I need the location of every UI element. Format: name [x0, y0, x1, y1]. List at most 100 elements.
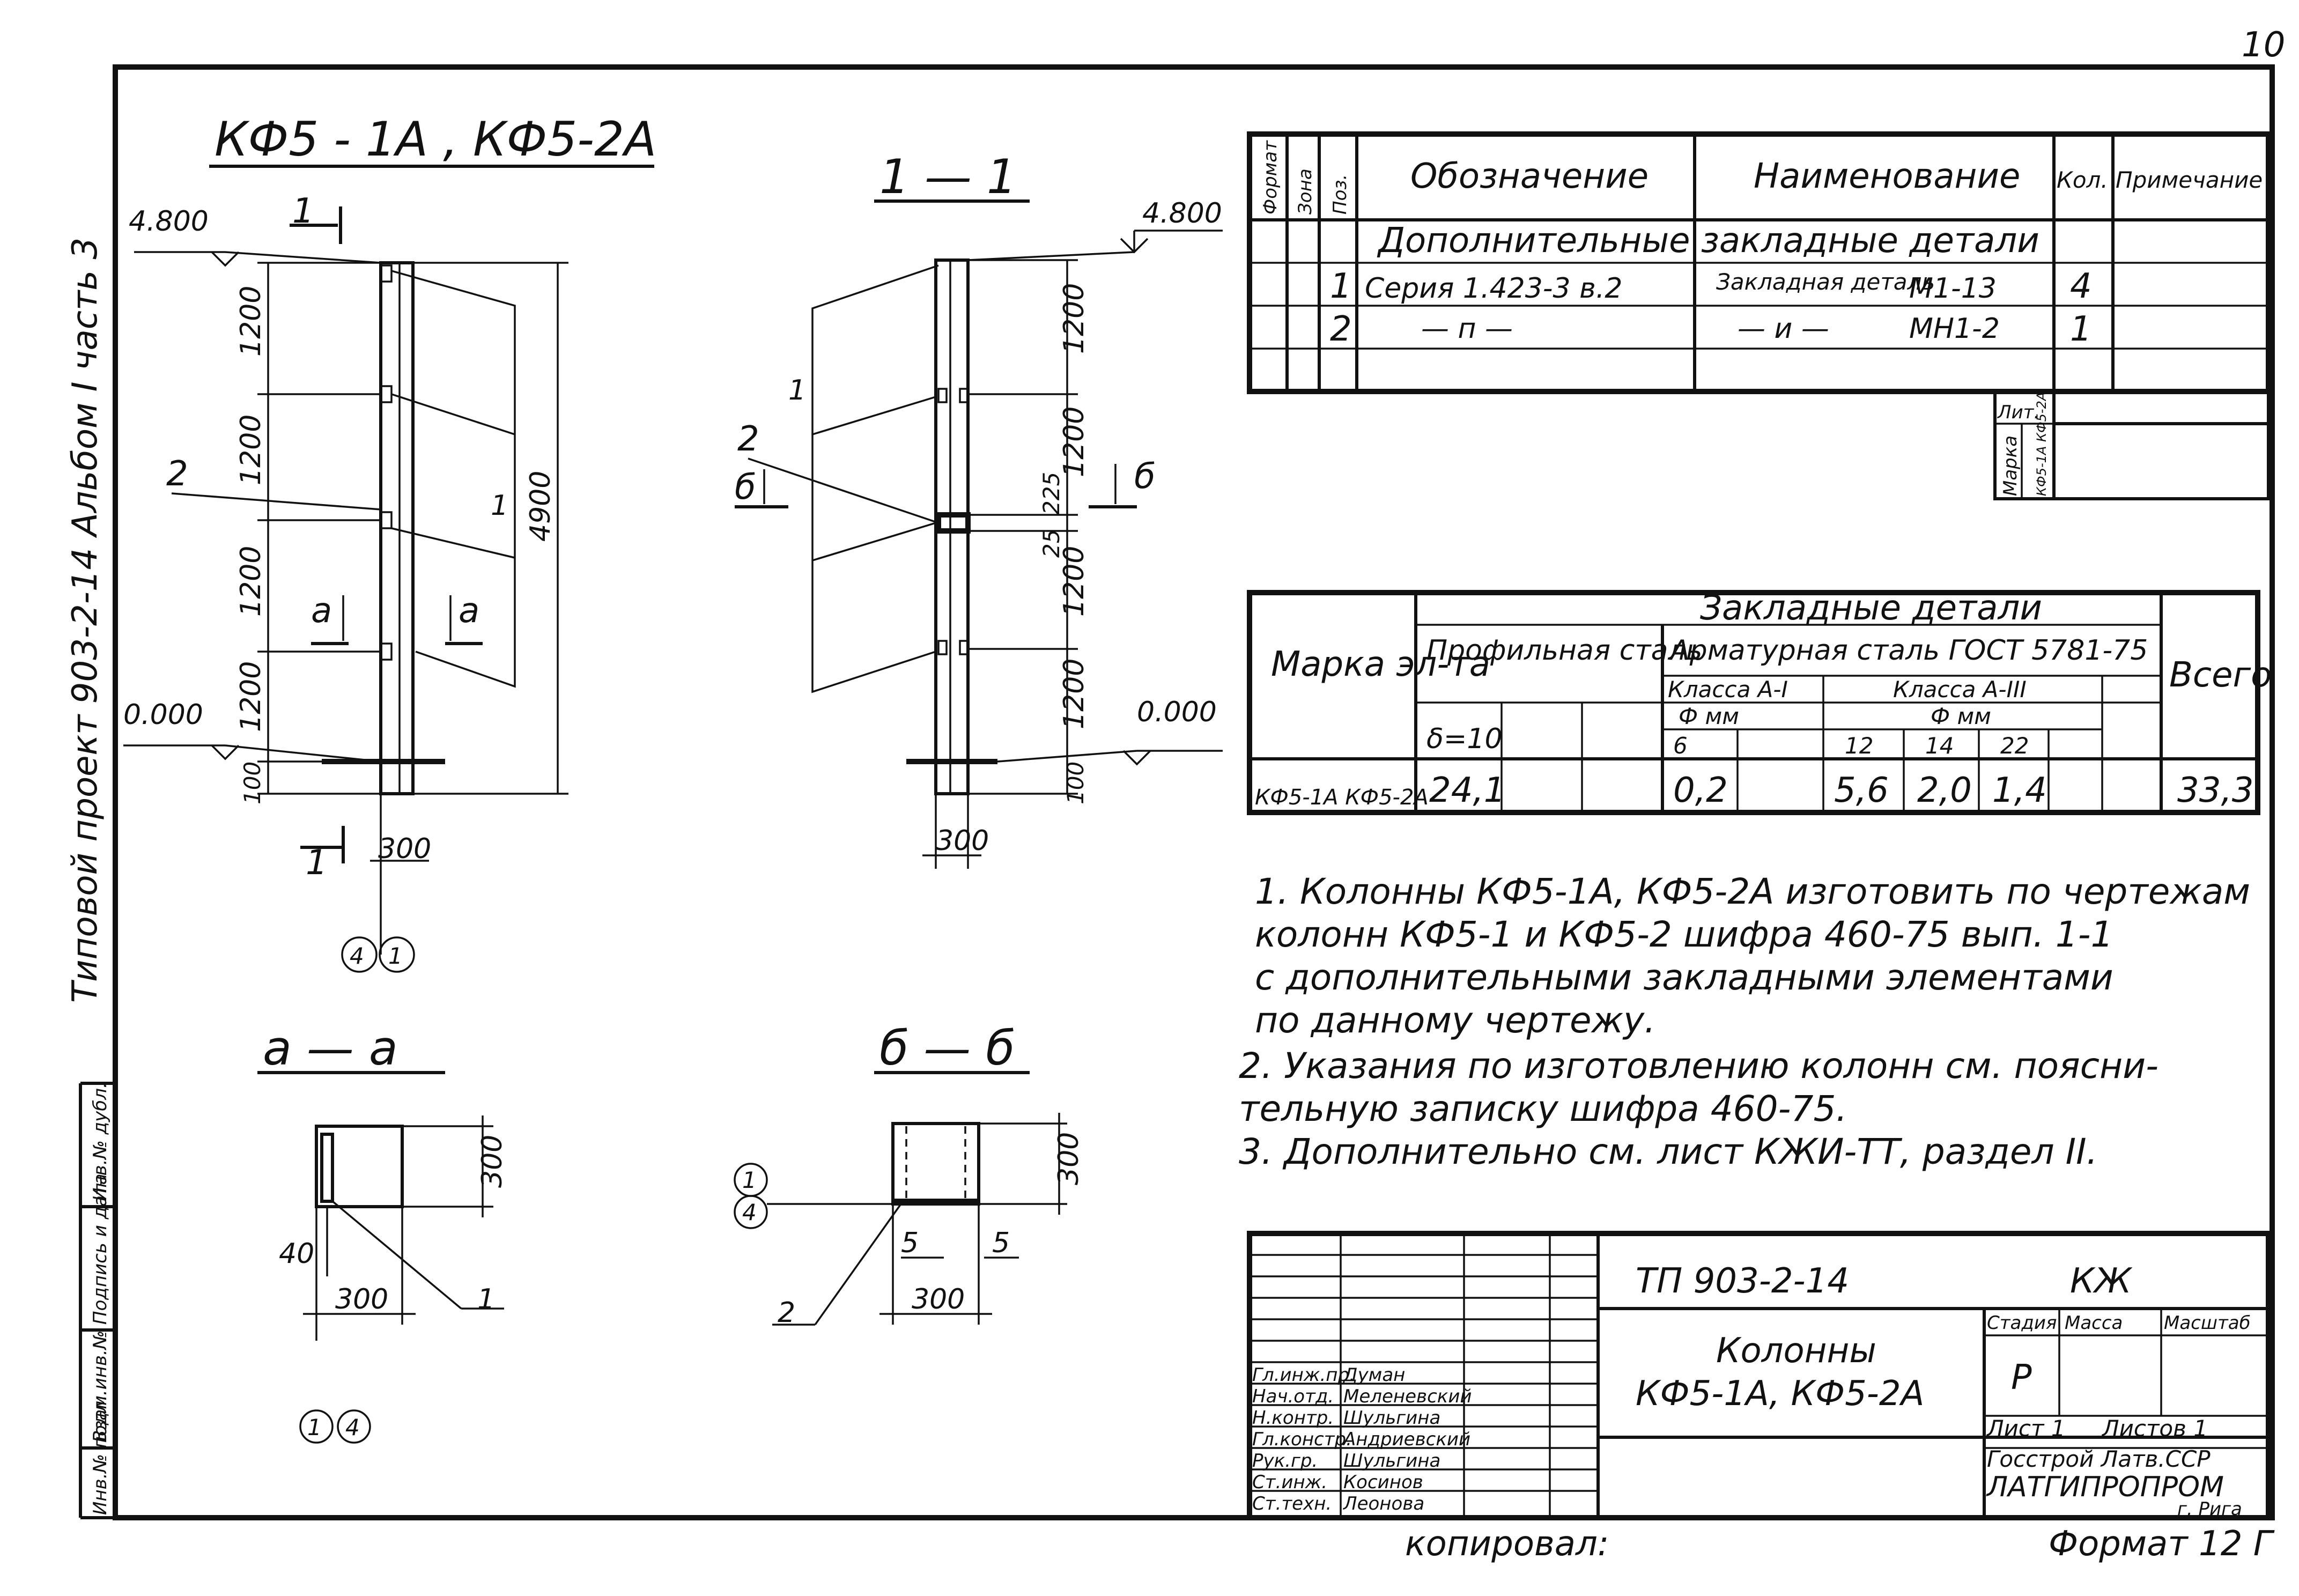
svg-text:Ф мм: Ф мм	[1679, 703, 1739, 729]
svg-text:Н.контр.: Н.контр.	[1252, 1407, 1334, 1429]
svg-text:ТП 903-2-14: ТП 903-2-14	[1636, 1261, 1849, 1301]
section-bb-title: б — б	[879, 1021, 1015, 1076]
svg-text:100: 100	[239, 762, 265, 804]
svg-text:Колонны: Колонны	[1716, 1331, 1876, 1371]
svg-text:22: 22	[2000, 733, 2029, 759]
svg-text:1200: 1200	[1058, 407, 1090, 477]
svg-text:1: 1	[788, 374, 806, 407]
svg-text:225: 225	[1038, 472, 1065, 515]
svg-text:тельную записку шифра 460-7: тельную записку шифра 460-75.	[1239, 1088, 1847, 1129]
svg-text:Ст.техн.: Ст.техн.	[1252, 1493, 1332, 1514]
svg-text:300: 300	[936, 825, 989, 857]
album-label: Альбом I часть 3	[65, 238, 105, 538]
stamp-inv-podl: Инв.№ подл.	[90, 1395, 111, 1515]
specification-table: Формат Зона Поз. Обозначение Наименовани…	[1247, 131, 2271, 500]
svg-text:Арматурная сталь ГОСТ 5781-75: Арматурная сталь ГОСТ 5781-75	[1669, 634, 2148, 667]
svg-text:г. Рига: г. Рига	[2177, 1498, 2242, 1520]
svg-text:1200: 1200	[1058, 546, 1090, 617]
svg-text:33,3: 33,3	[2177, 771, 2254, 810]
svg-text:Ф мм: Ф мм	[1931, 703, 1991, 729]
section-b-b: б — б 300 1 4 300 5 5 2	[734, 1021, 1085, 1329]
svg-text:КФ5-1А КФ5-2А: КФ5-1А КФ5-2А	[2034, 392, 2049, 496]
svg-text:1200: 1200	[235, 286, 267, 357]
svg-text:Шульгина: Шульгина	[1343, 1450, 1440, 1472]
svg-text:КФ5-1А КФ5-2А: КФ5-1А КФ5-2А	[1255, 785, 1429, 810]
svg-text:3. Дополнительно см. лист КЖ: 3. Дополнительно см. лист КЖИ-ТТ, раздел…	[1239, 1131, 2098, 1172]
svg-text:5,6: 5,6	[1834, 771, 1889, 810]
title-block: ТП 903-2-14 КЖ Колонны КФ5-1А, КФ5-2А Ст…	[1247, 1231, 2271, 1520]
svg-text:1: 1	[388, 943, 403, 969]
svg-text:300: 300	[912, 1283, 965, 1316]
svg-text:Косинов: Косинов	[1343, 1472, 1423, 1493]
section-a-a: а — а 300 300 40 1 1 4	[257, 1021, 508, 1444]
svg-text:М1-13: М1-13	[1909, 272, 1997, 305]
svg-text:Кол.: Кол.	[2057, 167, 2108, 193]
level-bottom: 0.000	[123, 699, 203, 731]
embedded-parts-table: Закладные детали Марка эл-та Профильная …	[1247, 588, 2272, 815]
section-11-title: 1 — 1	[879, 149, 1017, 204]
svg-text:Рук.гр.: Рук.гр.	[1252, 1450, 1318, 1472]
svg-text:по данному чертежу.: по данному чертежу.	[1255, 1000, 1655, 1041]
svg-text:2. Указания по изготовлению: 2. Указания по изготовлению колонн см. п…	[1239, 1045, 2158, 1087]
svg-text:1: 1	[477, 1283, 495, 1316]
svg-text:б: б	[1134, 457, 1155, 497]
svg-text:300: 300	[1053, 1132, 1085, 1185]
svg-text:1: 1	[491, 490, 508, 522]
notes-block: 1. Колонны КФ5-1А, КФ5-2А изготовить по …	[1239, 871, 2250, 1172]
svg-text:КФ5-1А, КФ5-2А: КФ5-1А, КФ5-2А	[1636, 1374, 1924, 1414]
svg-text:Ст.инж.: Ст.инж.	[1252, 1472, 1327, 1493]
svg-text:Примечание: Примечание	[2116, 167, 2263, 193]
svg-text:Марка: Марка	[2000, 435, 2021, 496]
svg-text:Формат: Формат	[1260, 140, 1281, 215]
svg-text:Серия 1.423-3 в.2: Серия 1.423-3 в.2	[1365, 272, 1622, 305]
svg-text:а: а	[311, 591, 332, 631]
svg-text:Обозначение: Обозначение	[1410, 157, 1649, 196]
page-number: 10	[2242, 25, 2285, 65]
project-label: Типовой проект 903-2-14	[65, 548, 105, 1003]
svg-text:4: 4	[742, 1199, 757, 1225]
svg-text:— п —: — п —	[1421, 313, 1513, 345]
drawing-frame	[113, 64, 2275, 1520]
svg-text:Гл.констр.: Гл.констр.	[1252, 1429, 1352, 1450]
svg-text:Нач.отд.: Нач.отд.	[1252, 1386, 1334, 1407]
svg-text:КЖ: КЖ	[2070, 1261, 2133, 1301]
svg-text:Гл.инж.пр.: Гл.инж.пр.	[1252, 1364, 1355, 1386]
svg-text:2: 2	[1330, 309, 1352, 349]
total-height: 4900	[524, 471, 557, 542]
copied-label: копировал:	[1405, 1524, 1609, 1564]
svg-text:Закладная деталь: Закладная деталь	[1716, 269, 1935, 295]
svg-text:Р: Р	[2011, 1358, 2032, 1398]
svg-text:— и —: — и —	[1738, 313, 1829, 345]
stamp-inv-dubl: Инв.№ дубл.	[90, 1082, 111, 1201]
svg-text:2,0: 2,0	[1917, 771, 1972, 810]
svg-text:Поз.: Поз.	[1329, 174, 1351, 215]
svg-text:14: 14	[1925, 733, 1954, 759]
svg-text:Лист 1: Лист 1	[1986, 1415, 2066, 1442]
svg-text:Профильная сталь: Профильная сталь	[1426, 634, 1702, 667]
svg-text:4: 4	[345, 1414, 360, 1440]
drawing-title: КФ5 - 1А , КФ5-2А	[215, 112, 656, 167]
svg-text:2: 2	[166, 454, 188, 494]
svg-text:1: 1	[742, 1167, 757, 1193]
svg-text:25: 25	[1038, 529, 1065, 558]
level-top: 4.800	[129, 205, 209, 238]
svg-text:колонн КФ5-1 и КФ5-2 шифра: колонн КФ5-1 и КФ5-2 шифра 460-75 вып. 1…	[1255, 914, 2113, 955]
svg-text:Меленевский: Меленевский	[1343, 1386, 1472, 1407]
svg-text:а: а	[459, 591, 479, 631]
svg-text:Класса А-III: Класса А-III	[1893, 676, 2027, 703]
svg-text:300: 300	[476, 1135, 508, 1188]
svg-text:24,1: 24,1	[1429, 771, 1506, 810]
svg-text:Шульгина: Шульгина	[1343, 1407, 1440, 1429]
section-aa-title: а — а	[263, 1021, 398, 1076]
svg-text:1,4: 1,4	[1992, 771, 2047, 810]
svg-text:1200: 1200	[1058, 659, 1090, 729]
svg-text:2: 2	[778, 1297, 795, 1329]
svg-text:4: 4	[350, 943, 364, 969]
svg-text:Наименование: Наименование	[1754, 157, 2020, 196]
svg-text:100: 100	[1062, 762, 1089, 804]
svg-text:Марка эл-та: Марка эл-та	[1271, 645, 1490, 684]
svg-text:4: 4	[2070, 267, 2092, 306]
svg-text:Зона: Зона	[1295, 168, 1316, 215]
svg-text:Масштаб: Масштаб	[2164, 1312, 2251, 1334]
svg-text:Всего: Всего	[2169, 655, 2272, 695]
